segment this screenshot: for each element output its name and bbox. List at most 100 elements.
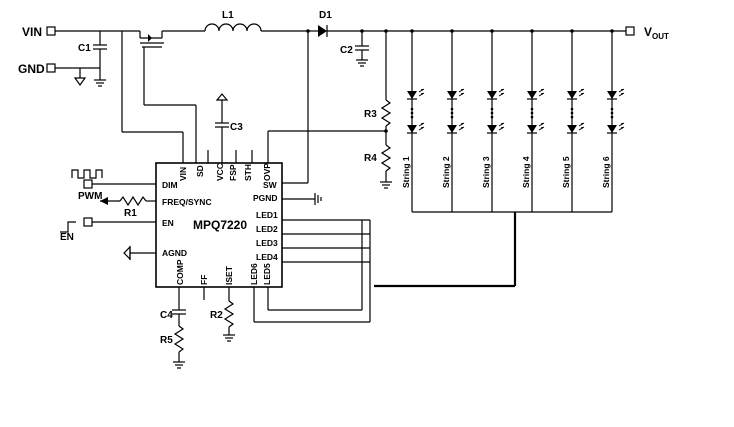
d1-label: D1 [319, 10, 332, 21]
string-ellipsis-dot [410, 107, 414, 111]
led-string-4 [527, 29, 545, 212]
agnd-ground [123, 245, 156, 261]
led-string-6 [607, 29, 625, 212]
led-diode [567, 88, 585, 100]
c4-label: C4 [160, 310, 173, 321]
pin-vcc: VCC [215, 163, 225, 181]
led-string-1 [407, 29, 425, 212]
string-label-1: String 1 [401, 156, 411, 188]
pin-ff: FF [199, 275, 209, 285]
mpq7220-chip [155, 162, 283, 288]
led-diode [607, 122, 625, 134]
string-ellipsis-dot [450, 115, 454, 119]
gnd-terminal [46, 63, 56, 73]
c2-label: C2 [340, 45, 353, 56]
vout-terminal [625, 26, 635, 36]
inductor-l1 [204, 23, 308, 32]
pin-fsp: FSP [228, 164, 238, 181]
pin-sw: SW [263, 180, 278, 190]
c3-label: C3 [230, 122, 243, 133]
string-ellipsis-dot [450, 111, 454, 115]
string-label-6: String 6 [601, 156, 611, 188]
vin-label: VIN [22, 25, 42, 39]
led-diode [567, 122, 585, 134]
string-ellipsis-dot [570, 111, 574, 115]
string-ellipsis-dot [530, 107, 534, 111]
led-diode [527, 88, 545, 100]
string-label-5: String 5 [561, 156, 571, 188]
r5-label: R5 [160, 335, 173, 346]
pin-iset: ISET [224, 265, 234, 285]
led-string-bus [374, 211, 612, 288]
led-diode [487, 88, 505, 100]
chip-name: MPQ7220 [193, 218, 247, 232]
led-diode [527, 122, 545, 134]
mosfet-switch [121, 31, 197, 163]
string-ellipsis-dot [530, 115, 534, 119]
string-ellipsis-dot [610, 115, 614, 119]
pin-pgnd: PGND [253, 193, 278, 203]
string-ellipsis-dot [490, 107, 494, 111]
string-ellipsis-dot [490, 115, 494, 119]
pin-freq-sync: FREQ/SYNC [162, 197, 212, 207]
string-ellipsis-dot [450, 107, 454, 111]
capacitor-c2 [355, 29, 369, 67]
pwm-label: PWM [78, 191, 102, 202]
led-string-5 [567, 29, 585, 212]
gnd-label: GND [18, 62, 45, 76]
string-ellipsis-dot [570, 115, 574, 119]
string-ellipsis-dot [410, 115, 414, 119]
r2-label: R2 [210, 310, 223, 321]
pin-ovp: OVP [262, 163, 272, 181]
r4-label: R4 [364, 153, 377, 164]
pin-led2: LED2 [256, 224, 278, 234]
pin-led4: LED4 [256, 252, 278, 262]
led-string-array [407, 29, 625, 212]
en-label: EN [60, 232, 74, 243]
en-input [60, 217, 156, 233]
capacitor-c3 [215, 93, 229, 163]
pin-vin: VIN [178, 167, 188, 181]
led-diode [487, 122, 505, 134]
pwm-input [71, 169, 156, 189]
sw-feed-wire [282, 29, 310, 184]
string-ellipsis-dot [410, 111, 414, 115]
string-ellipsis-dot [570, 107, 574, 111]
led-diode [407, 122, 425, 134]
pin-sth: STH [243, 164, 253, 181]
led-diode [447, 88, 465, 100]
r1-label: R1 [124, 208, 137, 219]
vin-terminal [46, 26, 56, 36]
resistor-r1 [100, 195, 156, 207]
pin-led1: LED1 [256, 210, 278, 220]
pin-comp: COMP [175, 259, 185, 285]
led-string-3 [487, 29, 505, 212]
pin-en: EN [162, 218, 174, 228]
string-label-2: String 2 [441, 156, 451, 188]
iset-resistor [223, 287, 235, 342]
diode-d1 [308, 25, 626, 37]
pin-led3: LED3 [256, 238, 278, 248]
input-rail [55, 30, 140, 87]
led-diode [407, 88, 425, 100]
pin-led5: LED5 [262, 263, 272, 285]
r3-label: R3 [364, 109, 377, 120]
led-diode [447, 122, 465, 134]
pin-sd: SD [195, 165, 205, 177]
pin-led6: LED6 [249, 263, 259, 285]
string-ellipsis-dot [610, 111, 614, 115]
ovp-divider [267, 29, 392, 189]
pin-dim: DIM [162, 180, 178, 190]
led-pin-routing [253, 219, 371, 323]
comp-network [172, 287, 186, 369]
string-ellipsis-dot [490, 111, 494, 115]
vout-label: VOUT [644, 25, 669, 41]
string-ellipsis-dot [530, 111, 534, 115]
l1-label: L1 [222, 10, 234, 21]
c1-label: C1 [78, 43, 91, 54]
pin-agnd: AGND [162, 248, 187, 258]
led-string-2 [447, 29, 465, 212]
